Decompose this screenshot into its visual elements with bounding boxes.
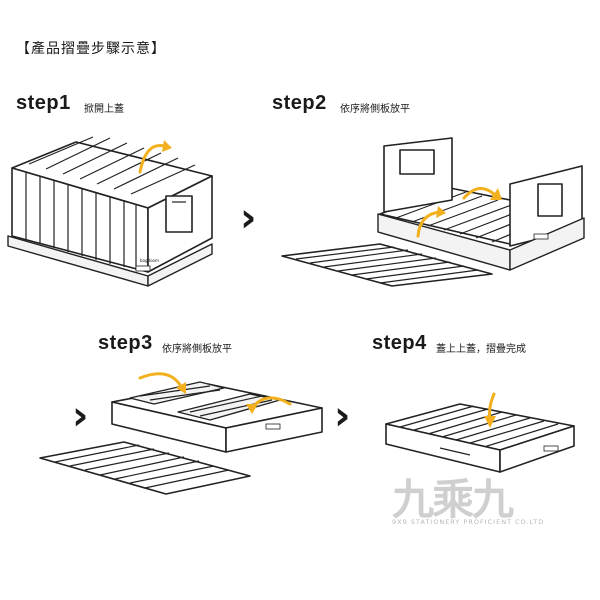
watermark-company: 9X9 STATIONERY PROFICIENT CO.LTD: [392, 518, 545, 526]
step2-desc: 依序將側板放平: [340, 104, 410, 115]
page-title: 【產品摺疊步驟示意】: [16, 41, 166, 57]
step3-box-illustration: [39, 381, 323, 495]
step1-box-illustration: [7, 136, 213, 287]
step3-desc: 依序將側板放平: [162, 344, 232, 355]
step2-box-illustration: [281, 137, 585, 287]
next-step-arrow-3: ›: [334, 393, 351, 439]
step4-desc: 蓋上上蓋，摺疊完成: [436, 344, 526, 355]
watermark-logo: 九乘九: [392, 475, 514, 524]
step2-label: step2: [272, 92, 327, 114]
next-step-arrow-2: ›: [72, 393, 89, 439]
next-step-arrow-1: ›: [240, 195, 257, 241]
step1-desc: 掀開上蓋: [84, 104, 124, 115]
step4-box-illustration: [385, 403, 575, 473]
brand-label: bagdoom: [140, 258, 159, 263]
step1-label: step1: [16, 92, 71, 114]
step3-label: step3: [98, 332, 153, 354]
step4-label: step4: [372, 332, 427, 354]
